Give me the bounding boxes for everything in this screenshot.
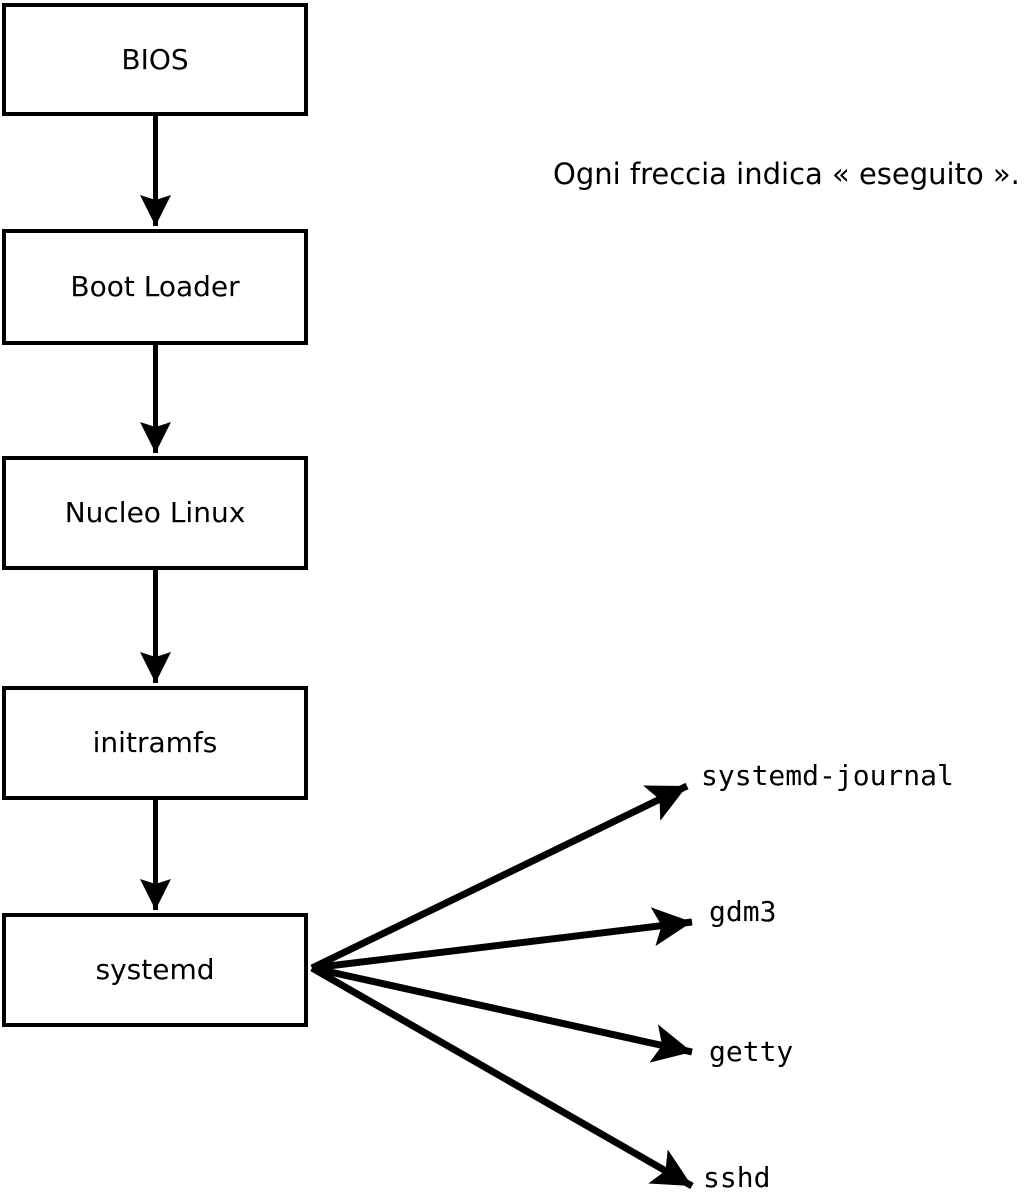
node-boot-loader: Boot Loader bbox=[2, 229, 308, 345]
node-nucleo-linux-label: Nucleo Linux bbox=[64, 496, 246, 529]
node-initramfs-label: initramfs bbox=[92, 726, 218, 759]
node-initramfs: initramfs bbox=[2, 686, 308, 800]
arrow-systemd-to-sshd bbox=[310, 964, 694, 1190]
service-label-systemd-journal: systemd-journal bbox=[701, 759, 954, 792]
node-systemd-label: systemd bbox=[95, 953, 215, 986]
node-bios: BIOS bbox=[2, 3, 308, 116]
node-bios-label: BIOS bbox=[121, 42, 189, 76]
diagram-caption: Ogni freccia indica « eseguito ». bbox=[553, 157, 1020, 191]
service-label-sshd: sshd bbox=[703, 1161, 771, 1193]
service-label-gdm3: gdm3 bbox=[709, 895, 777, 928]
arrow-systemd-to-systemd-journal bbox=[310, 782, 689, 972]
arrow-systemd-to-getty bbox=[311, 964, 693, 1063]
arrow-systemd-to-gdm3 bbox=[311, 907, 693, 972]
node-systemd: systemd bbox=[2, 913, 308, 1027]
node-boot-loader-label: Boot Loader bbox=[70, 270, 240, 303]
service-label-getty: getty bbox=[709, 1035, 794, 1068]
node-nucleo-linux: Nucleo Linux bbox=[2, 456, 308, 570]
